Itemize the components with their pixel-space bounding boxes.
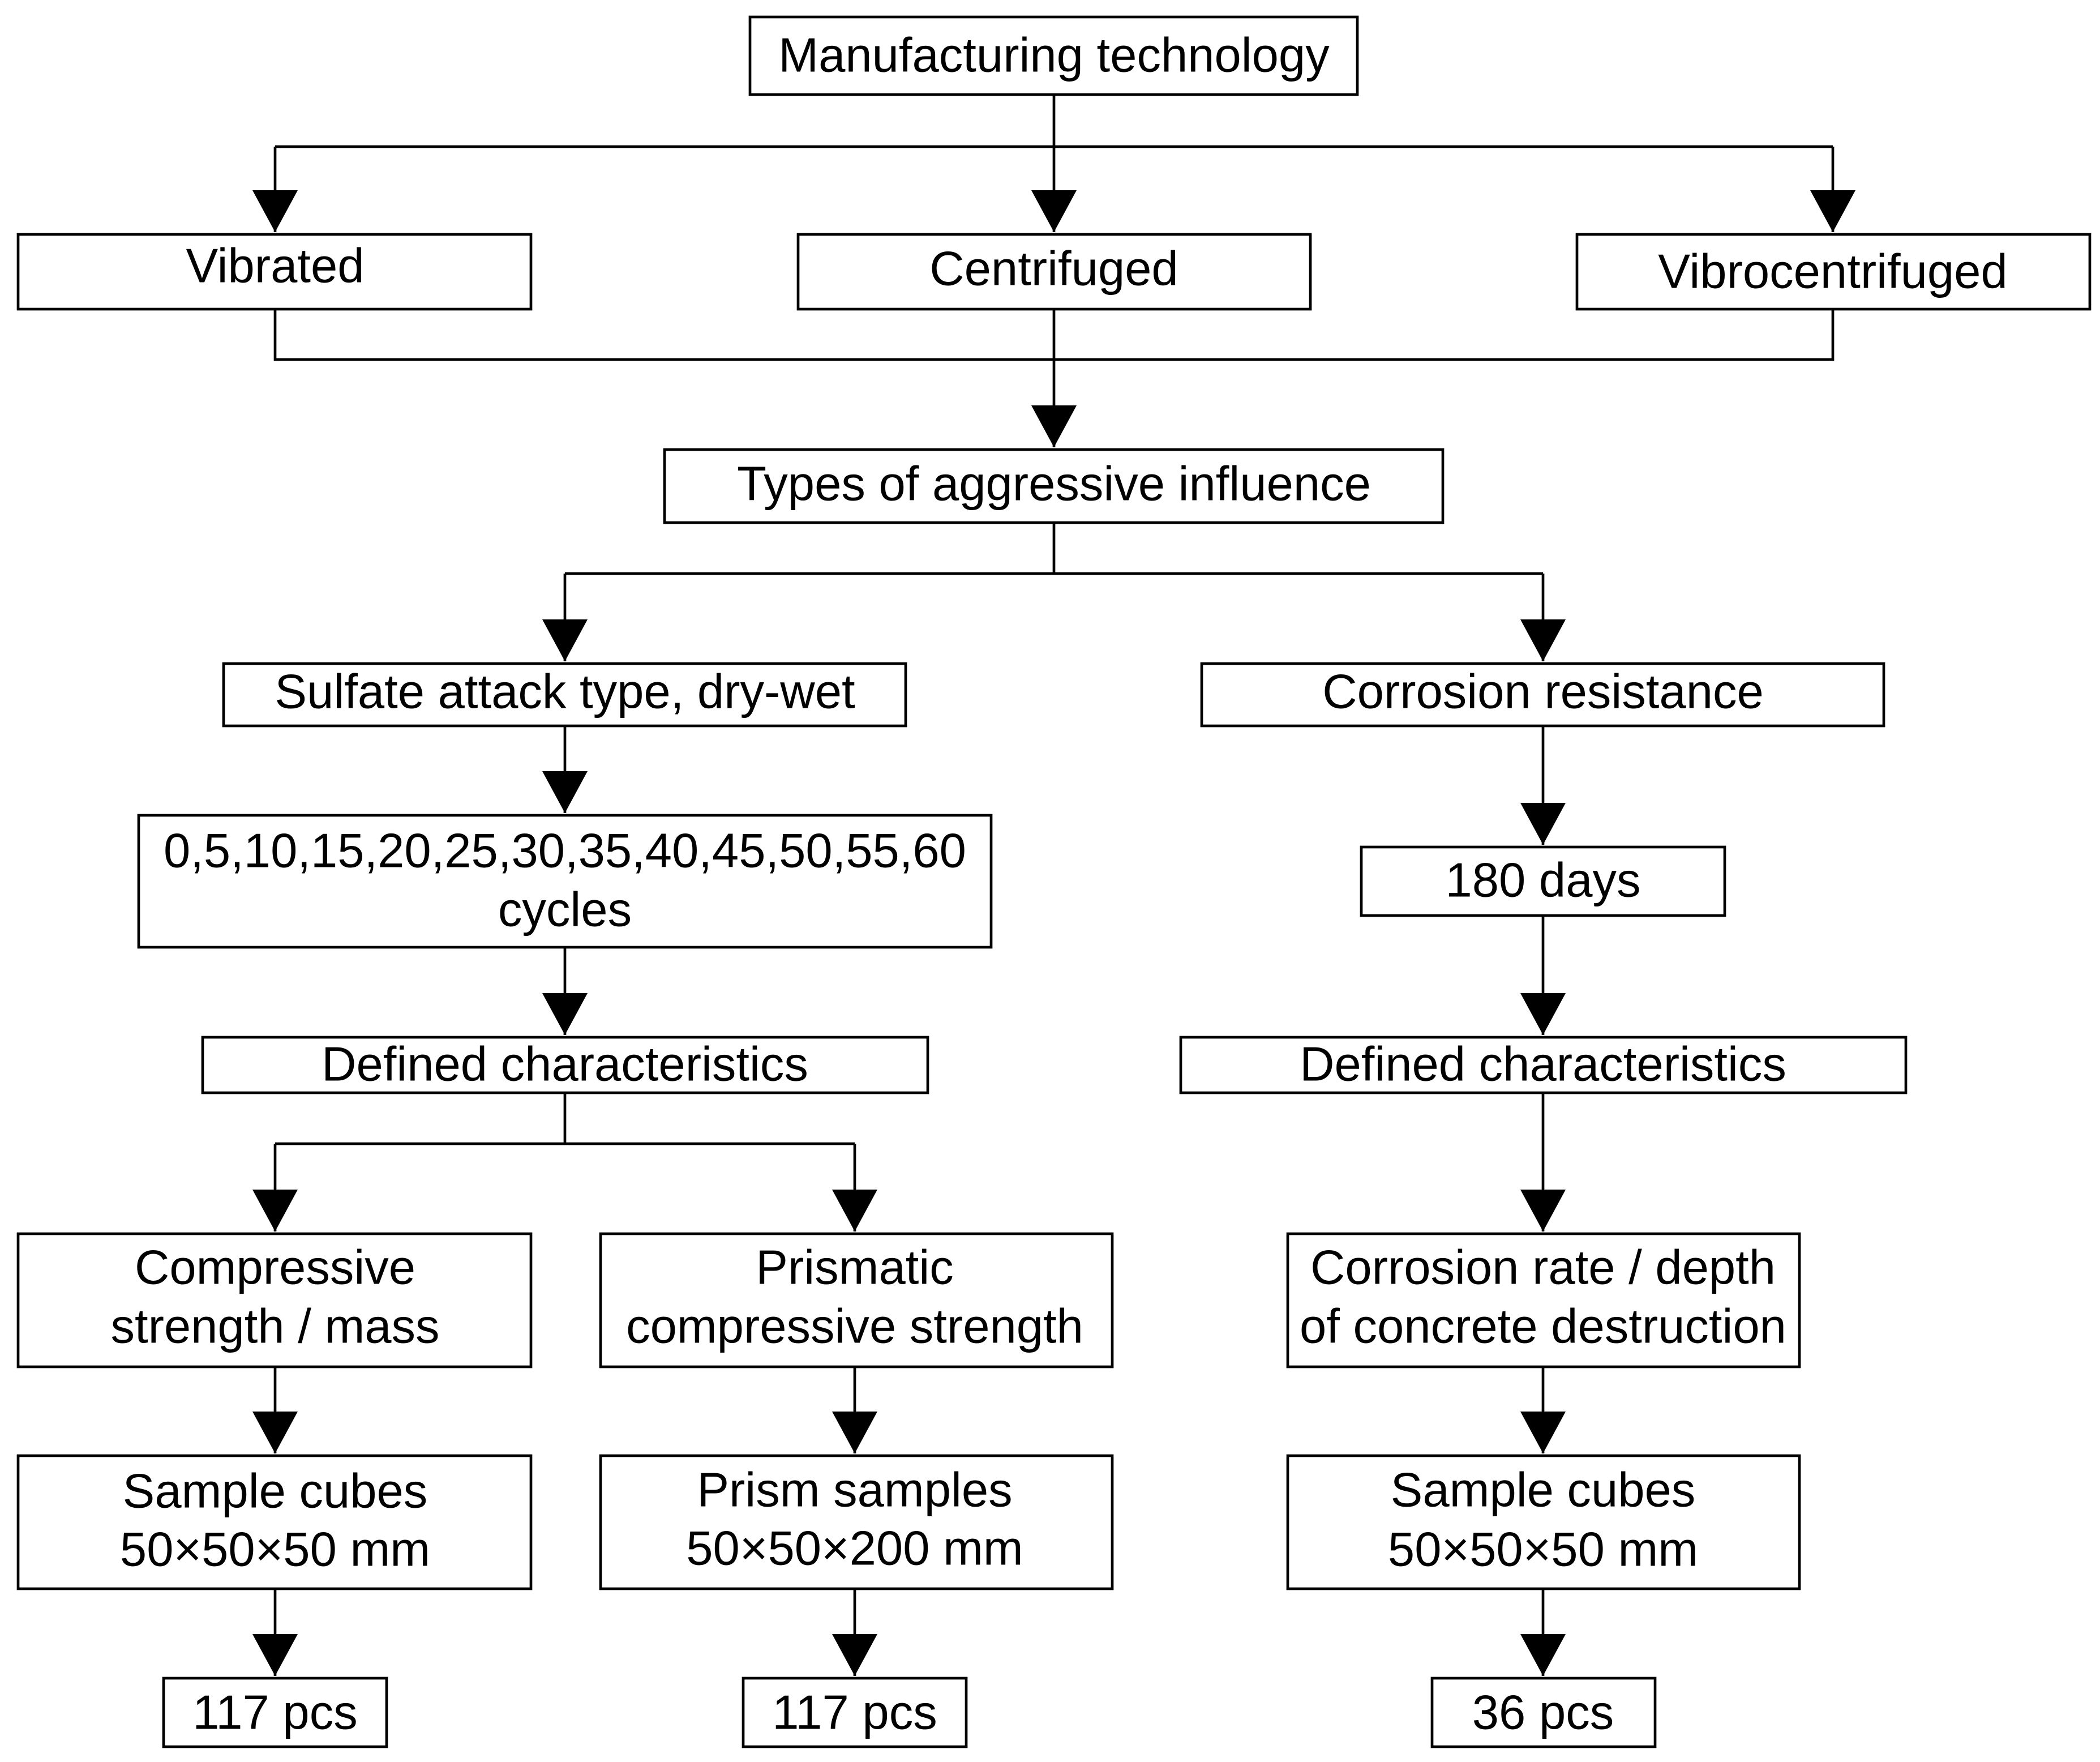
node-label: Compressive	[135, 1241, 415, 1295]
node-label: strength / mass	[110, 1300, 439, 1354]
connector-defined-left-split	[275, 1093, 855, 1145]
node-sample-cubes-right: Sample cubes 50×50×50 mm	[1286, 1454, 1801, 1590]
connector-aggressive-split	[565, 523, 1543, 575]
node-label: 0,5,10,15,20,25,30,35,40,45,50,55,60	[164, 824, 966, 878]
node-types-of-aggressive-influence: Types of aggressive influence	[663, 448, 1445, 524]
node-label: compressive strength	[626, 1300, 1083, 1354]
node-sample-cubes-left: Sample cubes 50×50×50 mm	[16, 1454, 533, 1590]
node-label: Prismatic	[756, 1241, 953, 1295]
node-vibrocentrifuged: Vibrocentrifuged	[1575, 233, 2092, 311]
connector-branches-merge	[273, 309, 1835, 361]
node-36-pcs-right: 36 pcs	[1430, 1677, 1657, 1748]
node-label: Corrosion resistance	[1322, 665, 1764, 719]
node-label: Defined characteristics	[1300, 1038, 1786, 1092]
node-label: Vibrated	[186, 240, 364, 293]
node-label: cycles	[498, 883, 632, 937]
node-cycles: 0,5,10,15,20,25,30,35,40,45,50,55,60 cyc…	[137, 814, 993, 949]
node-label: 180 days	[1446, 854, 1641, 908]
nodes: Manufacturing technology Vibrated Centri…	[16, 15, 2092, 1748]
node-corrosion-resistance: Corrosion resistance	[1200, 662, 1885, 728]
node-label: Centrifuged	[929, 242, 1178, 296]
node-label: Defined characteristics	[322, 1038, 808, 1092]
node-label: of concrete destruction	[1300, 1300, 1786, 1354]
node-label: Sample cubes	[1391, 1464, 1696, 1517]
node-label: Types of aggressive influence	[737, 457, 1371, 511]
node-label: 50×50×200 mm	[686, 1522, 1023, 1576]
node-label: 50×50×50 mm	[1388, 1523, 1698, 1577]
node-defined-characteristics-right: Defined characteristics	[1179, 1036, 1908, 1094]
node-manufacturing-technology: Manufacturing technology	[748, 15, 1359, 96]
connectors	[252, 95, 1855, 1676]
node-label: Prism samples	[697, 1464, 1012, 1517]
node-label: 117 pcs	[772, 1686, 937, 1740]
node-label: Sample cubes	[123, 1465, 428, 1519]
node-corrosion-rate-depth: Corrosion rate / depth of concrete destr…	[1286, 1232, 1801, 1368]
node-label: Sulfate attack type, dry-wet	[275, 665, 855, 719]
node-117-pcs-middle: 117 pcs	[742, 1677, 968, 1748]
node-compressive-strength-mass: Compressive strength / mass	[16, 1232, 533, 1368]
node-prism-samples: Prism samples 50×50×200 mm	[599, 1454, 1114, 1590]
node-label: Corrosion rate / depth	[1310, 1241, 1776, 1295]
node-defined-characteristics-left: Defined characteristics	[201, 1036, 929, 1094]
connector-manufacturing-to-branches	[275, 95, 1833, 148]
node-vibrated: Vibrated	[16, 233, 533, 311]
node-117-pcs-left: 117 pcs	[162, 1677, 388, 1748]
node-label: 50×50×50 mm	[120, 1523, 430, 1577]
node-sulfate-attack: Sulfate attack type, dry-wet	[222, 662, 907, 728]
node-label: Manufacturing technology	[778, 29, 1330, 83]
node-prismatic-compressive-strength: Prismatic compressive strength	[599, 1232, 1114, 1368]
node-label: 36 pcs	[1472, 1686, 1614, 1740]
node-centrifuged: Centrifuged	[796, 233, 1312, 311]
node-label: Vibrocentrifuged	[1658, 245, 2007, 299]
node-180-days: 180 days	[1360, 845, 1726, 917]
node-label: 117 pcs	[192, 1686, 357, 1740]
